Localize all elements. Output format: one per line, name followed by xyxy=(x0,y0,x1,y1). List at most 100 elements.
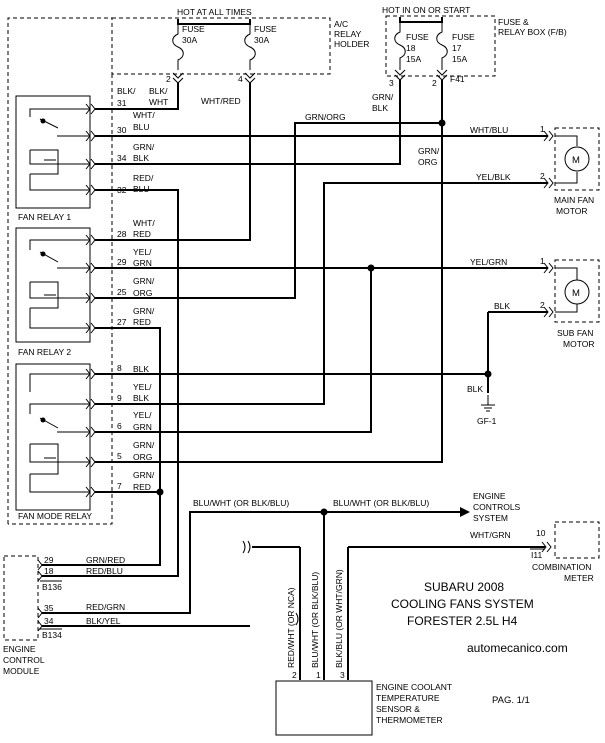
ac-relay-holder-box xyxy=(111,17,331,75)
svg-text:THERMOMETER: THERMOMETER xyxy=(376,715,443,725)
svg-text:15A: 15A xyxy=(452,54,467,64)
svg-text:BLU/WHT (OR BLK/BLU): BLU/WHT (OR BLK/BLU) xyxy=(310,572,320,668)
ecm-wire-labels: GRN/RED RED/BLU RED/GRN BLK/YEL xyxy=(86,555,125,626)
svg-text:35: 35 xyxy=(44,603,54,613)
blu-wht-left-label: BLU/WHT (OR BLK/BLU) xyxy=(193,498,289,508)
ac-pin-2-label: 2 xyxy=(166,74,171,84)
svg-text:ENGINE: ENGINE xyxy=(473,491,506,501)
ecm-connector-b134: B134 xyxy=(42,630,62,640)
relay-wire-color-labels: WHT/BLU GRN/BLK RED/BLU WHT/RED YEL/GRN … xyxy=(133,110,155,492)
svg-text:FUSE: FUSE xyxy=(406,32,429,42)
svg-text:15A: 15A xyxy=(406,54,421,64)
svg-text:RED/WHT (OR NCA): RED/WHT (OR NCA) xyxy=(286,587,296,668)
fan-relay-1-contact xyxy=(40,118,46,124)
fan-relay-2-internal xyxy=(29,239,90,329)
svg-text:GRN: GRN xyxy=(133,258,152,268)
ac-pin-4-label: 4 xyxy=(238,74,243,84)
svg-text:ORG: ORG xyxy=(133,452,152,462)
svg-text:GRN/: GRN/ xyxy=(133,142,155,152)
svg-text:RED/BLU: RED/BLU xyxy=(86,566,123,576)
svg-text:RED/: RED/ xyxy=(133,173,154,183)
svg-text:29: 29 xyxy=(44,555,54,565)
main-fan-motor-icon xyxy=(564,146,590,172)
svg-text:17: 17 xyxy=(452,43,462,53)
fuse-18-symbol xyxy=(394,22,406,70)
sub-fan-motor-leads xyxy=(555,267,578,313)
ground-label: GF-1 xyxy=(477,416,497,426)
meter-pin-10: 10 xyxy=(536,528,546,538)
svg-text:9: 9 xyxy=(117,393,122,403)
sub-fan-motor-symbol: M xyxy=(572,288,580,299)
svg-text:MODULE: MODULE xyxy=(3,666,40,676)
svg-text:WHT: WHT xyxy=(149,97,168,107)
inline-connector-right xyxy=(295,612,299,626)
svg-text:BLK/YEL: BLK/YEL xyxy=(86,616,121,626)
svg-text:28: 28 xyxy=(117,229,127,239)
svg-text:BLK: BLK xyxy=(133,393,149,403)
sub-fan-pin-1: 1 xyxy=(540,256,545,266)
svg-text:ENGINE: ENGINE xyxy=(3,644,36,654)
svg-text:A/C: A/C xyxy=(334,19,348,29)
svg-text:FUSE: FUSE xyxy=(182,24,205,34)
main-fan-pin-2: 2 xyxy=(540,171,545,181)
coolant-sensor-label: ENGINE COOLANT TEMPERATURE SENSOR & THER… xyxy=(376,682,452,725)
combination-meter-box xyxy=(554,521,600,559)
inline-connector-left xyxy=(242,540,251,554)
hot-at-all-times-label: HOT AT ALL TIMES xyxy=(177,7,252,17)
svg-text:27: 27 xyxy=(117,317,127,327)
blu-wht-right-label: BLU/WHT (OR BLK/BLU) xyxy=(333,498,429,508)
main-fan-motor-leads xyxy=(555,135,578,184)
svg-text:29: 29 xyxy=(117,257,127,267)
svg-text:YEL/: YEL/ xyxy=(133,247,152,257)
fuse-18-label: FUSE 18 15A xyxy=(406,32,429,64)
fuse-30a-right-symbol xyxy=(244,24,256,70)
svg-text:YEL/BLK: YEL/BLK xyxy=(476,172,511,182)
combination-meter-label: COMBINATION METER xyxy=(532,562,594,583)
fb-pin-2-connector xyxy=(436,69,448,81)
svg-text:BLK: BLK xyxy=(133,153,149,163)
main-fan-motor-symbol: M xyxy=(572,155,580,166)
hot-in-on-or-start-label: HOT IN ON OR START xyxy=(382,5,470,15)
svg-text:WHT/: WHT/ xyxy=(133,218,155,228)
ecm-pin-numbers: 29 18 35 34 xyxy=(44,555,54,626)
svg-text:ORG: ORG xyxy=(418,157,437,167)
fuse-relay-box-frame xyxy=(385,15,496,77)
relay-frame xyxy=(7,17,113,525)
top-wire-labels: BLK/ WHT BLK/ WHT/RED GRN/ BLK GRN/ORG G… xyxy=(117,86,511,311)
svg-text:GRN/: GRN/ xyxy=(372,92,394,102)
svg-text:18: 18 xyxy=(406,43,416,53)
fan-relay-1-label: FAN RELAY 1 xyxy=(18,212,71,222)
svg-text:HOLDER: HOLDER xyxy=(334,39,369,49)
fuse-17-label: FUSE 17 15A xyxy=(452,32,475,64)
fb-power-bus xyxy=(399,17,443,23)
svg-text:25: 25 xyxy=(117,287,127,297)
ground-wire-label: BLK xyxy=(467,384,483,394)
svg-text:5: 5 xyxy=(117,451,122,461)
svg-text:RED: RED xyxy=(133,482,151,492)
fuse-relay-box-label: FUSE & RELAY BOX (F/B) xyxy=(498,17,567,37)
svg-text:GRN: GRN xyxy=(133,422,152,432)
svg-text:COOLING FANS SYSTEM: COOLING FANS SYSTEM xyxy=(391,597,534,611)
svg-text:BLK/BLU (OR WHT/GRN): BLK/BLU (OR WHT/GRN) xyxy=(334,569,344,668)
fb-pin-3-label: 3 xyxy=(389,78,394,88)
svg-text:1: 1 xyxy=(316,670,321,680)
svg-text:ORG: ORG xyxy=(133,288,152,298)
svg-text:GRN/: GRN/ xyxy=(133,440,155,450)
ac-power-bus xyxy=(177,19,251,25)
page-number: PAG. 1/1 xyxy=(492,695,530,706)
svg-text:GRN/: GRN/ xyxy=(133,470,155,480)
main-fan-pin-1: 1 xyxy=(540,124,545,134)
svg-text:GRN/: GRN/ xyxy=(133,276,155,286)
svg-text:30A: 30A xyxy=(254,35,269,45)
svg-text:BLK: BLK xyxy=(133,364,149,374)
coolant-sensor-box xyxy=(275,680,373,736)
meter-connector-i11: I11 xyxy=(531,550,542,560)
svg-text:MOTOR: MOTOR xyxy=(556,206,587,216)
ac-relay-holder-label: A/C RELAY HOLDER xyxy=(334,19,369,49)
engine-controls-arrow-icon xyxy=(460,507,470,517)
fan-relay-2-label: FAN RELAY 2 xyxy=(18,347,71,357)
svg-text:COMBINATION: COMBINATION xyxy=(532,562,591,572)
fan-mode-relay-label: FAN MODE RELAY xyxy=(18,511,92,521)
svg-text:RED/GRN: RED/GRN xyxy=(86,602,125,612)
fuse-30a-left-symbol xyxy=(172,24,184,70)
